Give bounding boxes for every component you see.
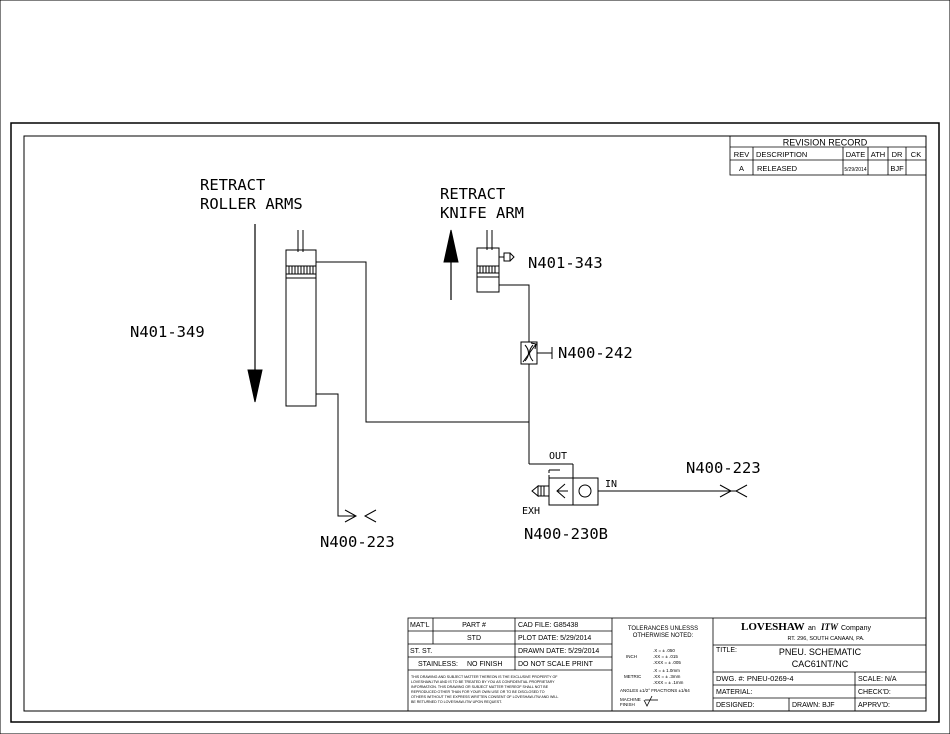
- machine-finish-1: MACHINE: [620, 697, 641, 702]
- rev-header-ath: ATH: [871, 150, 885, 159]
- finish-value: NO FINISH: [467, 661, 502, 668]
- material: MATERIAL:: [716, 689, 752, 696]
- company-suffix: Company: [841, 625, 871, 632]
- metric-x: .X = ± 1.0mm: [653, 668, 680, 673]
- do-not-scale: DO NOT SCALE PRINT: [518, 661, 594, 668]
- up-arrow-icon: [443, 229, 459, 300]
- valve-port-out: OUT: [549, 451, 567, 462]
- inch-xxx: .XXX = ± .005: [653, 660, 681, 665]
- stainless-label: STAINLESS:: [418, 661, 458, 668]
- company-address: RT. 296, SOUTH CANAAN, PA.: [787, 636, 865, 642]
- metric-xxx: .XXX = ± .1mm: [653, 680, 684, 685]
- rev-header-ck: CK: [911, 150, 921, 159]
- title-label: TITLE:: [716, 647, 737, 654]
- rev-header-date: DATE: [846, 150, 865, 159]
- air-lines: [316, 261, 736, 517]
- knife-cylinder-part: N401-343: [528, 254, 603, 272]
- dwg-number: DWG. #: PNEU-0269-4: [716, 674, 794, 683]
- part-value: STD: [467, 635, 481, 642]
- scale: SCALE: N/A: [858, 676, 897, 683]
- part-label: PART #: [462, 622, 486, 629]
- proprietary-line-3: INFORMATION. THIS DRAWING OR SUBJECT MAT…: [411, 685, 549, 689]
- plot-date: PLOT DATE: 5/29/2014: [518, 635, 591, 642]
- proprietary-line-4: REPRODUCED OTHER THAN FOR YOUR OWN USE O…: [411, 690, 545, 694]
- flow-control-part: N400-242: [558, 344, 633, 362]
- rev-header-description: DESCRIPTION: [756, 150, 807, 159]
- inch-label: INCH: [626, 654, 637, 659]
- cad-file: CAD FILE: G85438: [518, 622, 578, 629]
- matl-label: MAT'L: [410, 622, 430, 629]
- tolerances-line-2: OTHERWISE NOTED:: [633, 633, 694, 639]
- title-line-2: CAC61NT/NC: [792, 659, 849, 669]
- rev-row-rev: A: [739, 164, 744, 173]
- rev-row-dr: BJF: [890, 164, 904, 173]
- approved: APPRV'D:: [858, 702, 890, 709]
- retract-roller-label-1: RETRACT: [200, 176, 265, 194]
- retract-knife-label-2: KNIFE ARM: [440, 204, 524, 222]
- metric-label: METRIC: [624, 674, 642, 679]
- fitting-left-part: N400-223: [320, 533, 395, 551]
- st-st-label: ST. ST.: [410, 648, 432, 655]
- inch-xx: .XX = ± .015: [653, 654, 678, 659]
- revision-record: [729, 135, 927, 176]
- drawn-by: DRAWN: BJF: [792, 702, 835, 709]
- drawn-date: DRAWN DATE: 5/29/2014: [518, 648, 599, 655]
- outer-border: [10, 122, 940, 723]
- rev-header-rev: REV: [734, 150, 749, 159]
- designed: DESIGNED:: [716, 702, 755, 709]
- valve-port-exh: EXH: [522, 506, 540, 517]
- company-an: an: [808, 625, 816, 632]
- fitting-right-part: N400-223: [686, 459, 761, 477]
- company-name: LOVESHAW: [741, 621, 805, 633]
- rev-row-description: RELEASED: [757, 164, 798, 173]
- roller-cylinder-icon: [285, 230, 317, 407]
- proprietary-line-2: LOVESHAW-ITW AND IS TO BE TREATED BY YOU…: [411, 680, 555, 684]
- fitting-right-icon: [719, 484, 748, 498]
- down-arrow-icon: [247, 224, 263, 403]
- fitting-left-icon: [344, 509, 377, 523]
- metric-xx: .XX = ± .3mm: [653, 674, 681, 679]
- finish-symbol-icon: [643, 695, 658, 707]
- inch-x: .X = ± .050: [653, 648, 675, 653]
- rev-header-dr: DR: [892, 150, 903, 159]
- company-itw-logo: ITW: [820, 622, 839, 632]
- retract-roller-label-2: ROLLER ARMS: [200, 195, 303, 213]
- proprietary-line-5: OTHERS WITHOUT THE EXPRESS WRITTEN CONSE…: [411, 695, 558, 699]
- rev-row-date: 5/29/2014: [844, 167, 866, 173]
- title-block-grid: [407, 617, 927, 712]
- proprietary-line-1: THIS DRAWING AND SUBJECT MATTER THEREON …: [411, 675, 558, 679]
- revision-record-title: REVISION RECORD: [783, 138, 868, 148]
- knife-cylinder-icon: [476, 230, 515, 293]
- retract-knife-label-1: RETRACT: [440, 185, 505, 203]
- checked: CHECK'D:: [858, 689, 891, 696]
- valve-icon: [531, 469, 599, 506]
- title-line-1: PNEU. SCHEMATIC: [779, 647, 862, 657]
- valve-port-in: IN: [605, 479, 617, 490]
- flow-control-icon: [520, 341, 553, 365]
- roller-cylinder-part: N401-349: [130, 323, 205, 341]
- tolerances-line-1: TOLERANCES UNLESSS: [628, 626, 698, 632]
- machine-finish-2: FINISH: [620, 702, 635, 707]
- proprietary-line-6: BE RETURNED TO LOVESHAW-ITW UPON REQUEST…: [411, 700, 502, 704]
- angles-fractions: ANGLES ±1/2° FRACTIONS ±1/64: [620, 688, 690, 693]
- valve-part: N400-230B: [524, 525, 608, 543]
